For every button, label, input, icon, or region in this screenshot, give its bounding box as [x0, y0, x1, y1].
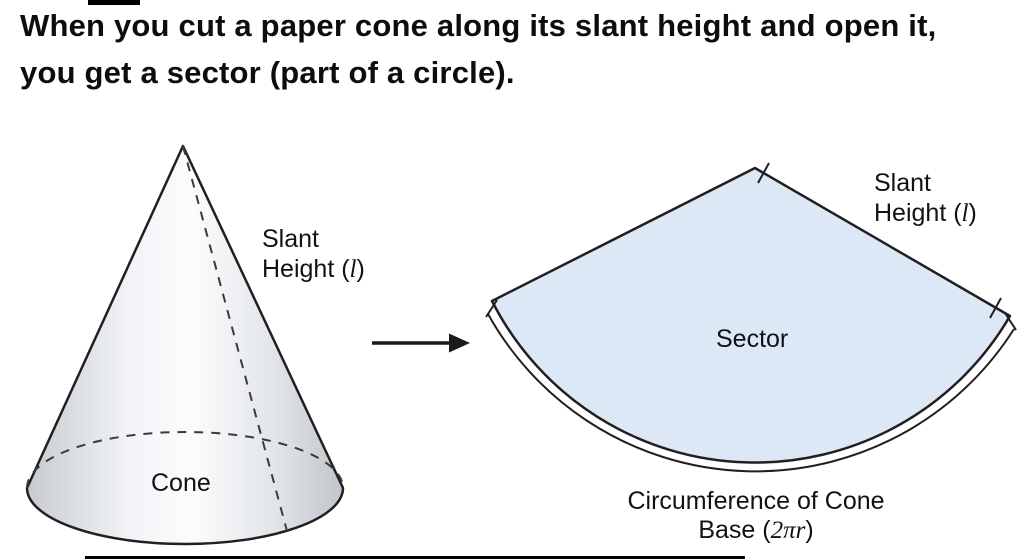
circumference-arc-right-tick — [1004, 312, 1017, 331]
circumference-arc — [487, 313, 1015, 473]
cone-slant-height-label: Slant Height (l) — [262, 225, 365, 283]
heading-line-1: When you cut a paper cone along its slan… — [20, 8, 937, 43]
cone-base-back-edge — [26, 431, 344, 489]
slant-tick-top — [757, 162, 770, 184]
slant-variable: l — [349, 256, 357, 283]
page-title: When you cut a paper cone along its slan… — [20, 2, 1015, 96]
crop-artifact-bottom — [85, 556, 745, 559]
circumference-variable: 2πr — [770, 517, 806, 544]
circumference-label: Circumference of Cone Base (2πr) — [627, 487, 885, 544]
cone-shape-label: Cone — [151, 469, 211, 497]
sector-shape-label: Sector — [716, 325, 789, 353]
heading-line-2: you get a sector (part of a circle). — [20, 55, 515, 90]
slant-variable: l — [961, 200, 969, 227]
sector-slant-height-label: Slant Height (l) — [874, 169, 977, 227]
right-arrow-icon — [372, 333, 470, 353]
crop-artifact-top — [88, 0, 140, 5]
circumference-arc-left-tick — [485, 299, 498, 318]
slant-tick-bottom — [989, 297, 1002, 319]
sector-shape — [490, 166, 1012, 464]
